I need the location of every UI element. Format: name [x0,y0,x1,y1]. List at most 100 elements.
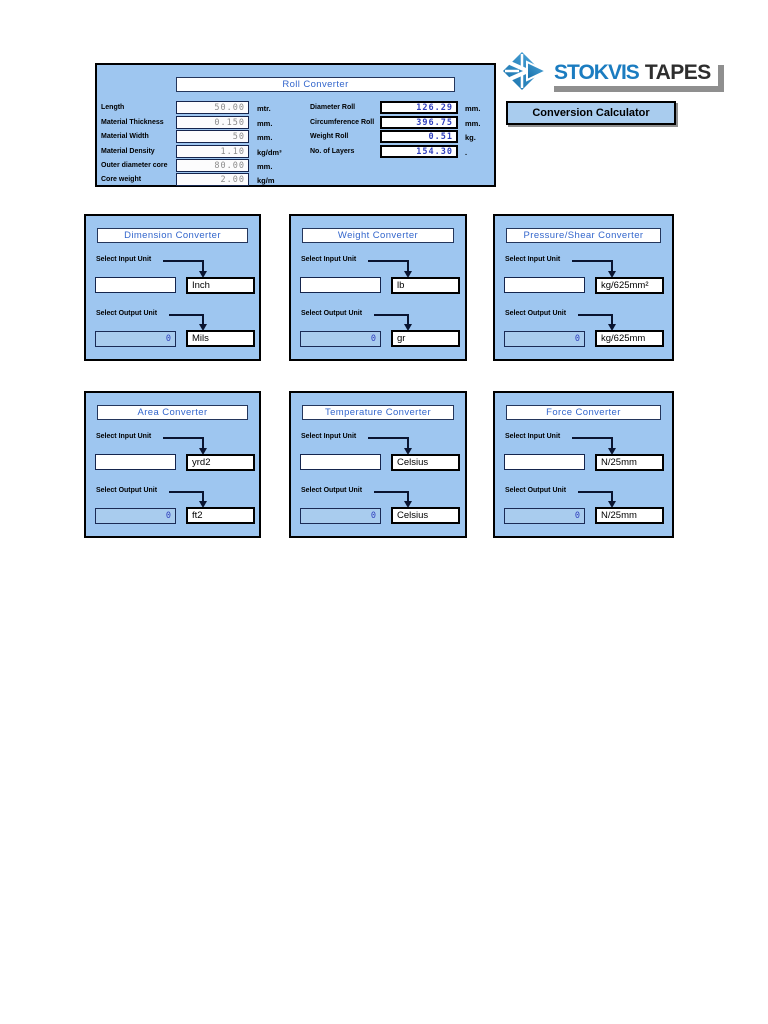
field-label: Diameter Roll [310,104,356,111]
connector-line [578,491,613,493]
input-unit-dropdown[interactable]: Celsius [391,454,460,471]
arrow-down-icon [608,324,616,331]
arrow-down-icon [199,448,207,455]
output-unit-dropdown[interactable]: gr [391,330,460,347]
unit-label: mtr. [257,104,271,113]
unit-label: kg/m [257,176,275,185]
field-label: Length [101,104,125,111]
panel-title: Dimension Converter [97,228,248,243]
material-width-input[interactable] [176,130,249,143]
select-output-unit-label: Select Output Unit [301,310,363,317]
panel-title: Area Converter [97,405,248,420]
input-unit-dropdown[interactable]: kg/625mm² [595,277,664,294]
connector-line [163,437,204,439]
connector-line [611,314,613,325]
roll-converter-panel: Roll Converter Length mtr. Material Thic… [95,63,496,187]
output-unit-dropdown[interactable]: ft2 [186,507,255,524]
field-label: Weight Roll [310,133,349,140]
output-unit-dropdown[interactable]: N/25mm [595,507,664,524]
conversion-calculator-button[interactable]: Conversion Calculator [506,101,676,125]
connector-line [202,491,204,502]
input-unit-dropdown[interactable]: lb [391,277,460,294]
field-label: Circumference Roll [310,119,375,126]
material-density-input[interactable] [176,145,249,158]
converter-input-field[interactable] [95,454,176,470]
input-unit-dropdown[interactable]: Inch [186,277,255,294]
converter-input-field[interactable] [504,454,585,470]
converter-output-field: 0 [504,508,585,524]
output-unit-dropdown[interactable]: Mils [186,330,255,347]
connector-line [572,260,613,262]
arrow-down-icon [608,448,616,455]
arrow-down-icon [404,271,412,278]
connector-line [611,491,613,502]
arrow-down-icon [199,501,207,508]
connector-line [407,314,409,325]
roll-row-weight-roll: Weight Roll 0.51 kg. [97,130,494,143]
arrow-down-icon [199,324,207,331]
unit-label: kg/dm³ [257,148,282,157]
roll-row-outer-diameter-core: Outer diameter core mm. [97,159,494,172]
converter-input-field[interactable] [300,454,381,470]
weight-roll-output: 0.51 [380,130,458,143]
weight-converter-panel: Weight Converter Select Input Unit lb Se… [289,214,467,361]
connector-line [374,314,409,316]
select-output-unit-label: Select Output Unit [96,310,158,317]
output-unit-dropdown[interactable]: Celsius [391,507,460,524]
connector-line [407,260,409,272]
arrow-down-icon [608,271,616,278]
panel-title: Weight Converter [302,228,454,243]
converter-output-field: 0 [300,508,381,524]
temperature-converter-panel: Temperature Converter Select Input Unit … [289,391,467,538]
area-converter-panel: Area Converter Select Input Unit yrd2 Se… [84,391,261,538]
roll-row-no-of-layers: No. of Layers 154.30 . [97,145,494,158]
converter-input-field[interactable] [504,277,585,293]
panel-title: Force Converter [506,405,661,420]
connector-line [368,437,409,439]
unit-label: mm. [465,104,481,113]
field-label: No. of Layers [310,148,355,155]
converter-output-field: 0 [504,331,585,347]
connector-line [572,437,613,439]
select-input-unit-label: Select Input Unit [505,256,561,263]
select-input-unit-label: Select Input Unit [505,433,561,440]
select-output-unit-label: Select Output Unit [505,310,567,317]
unit-label: mm. [257,133,273,142]
input-unit-dropdown[interactable]: N/25mm [595,454,664,471]
select-input-unit-label: Select Input Unit [96,256,152,263]
force-converter-panel: Force Converter Select Input Unit N/25mm… [493,391,674,538]
panel-title: Temperature Converter [302,405,454,420]
core-weight-input[interactable] [176,173,249,186]
select-input-unit-label: Select Input Unit [301,256,357,263]
arrow-down-icon [404,324,412,331]
no-of-layers-output: 154.30 [380,145,458,158]
converter-input-field[interactable] [300,277,381,293]
connector-line [169,491,204,493]
material-thickness-input[interactable] [176,116,249,129]
pressure-shear-converter-panel: Pressure/Shear Converter Select Input Un… [493,214,674,361]
length-input[interactable] [176,101,249,114]
connector-line [368,260,409,262]
stokvis-tapes-logo: STOKVIS TAPES [501,50,718,96]
unit-label: mm. [257,162,273,171]
arrow-down-icon [404,448,412,455]
select-output-unit-label: Select Output Unit [505,487,567,494]
converter-output-field: 0 [95,331,176,347]
outer-diameter-core-input[interactable] [176,159,249,172]
roll-row-circumference-roll: Circumference Roll 396.75 mm. [97,116,494,129]
converter-output-field: 0 [300,331,381,347]
converter-input-field[interactable] [95,277,176,293]
roll-row-material-width: Material Width mm. [97,130,494,143]
brand-primary: STOKVIS [554,60,640,84]
unit-label: kg. [465,133,476,142]
field-label: Outer diameter core [101,162,168,169]
logo-wordmark: STOKVIS TAPES [548,59,718,86]
output-unit-dropdown[interactable]: kg/625mm [595,330,664,347]
connector-line [374,491,409,493]
select-output-unit-label: Select Output Unit [301,487,363,494]
roll-row-material-thickness: Material Thickness mm. [97,116,494,129]
connector-line [202,314,204,325]
connector-line [611,437,613,449]
input-unit-dropdown[interactable]: yrd2 [186,454,255,471]
